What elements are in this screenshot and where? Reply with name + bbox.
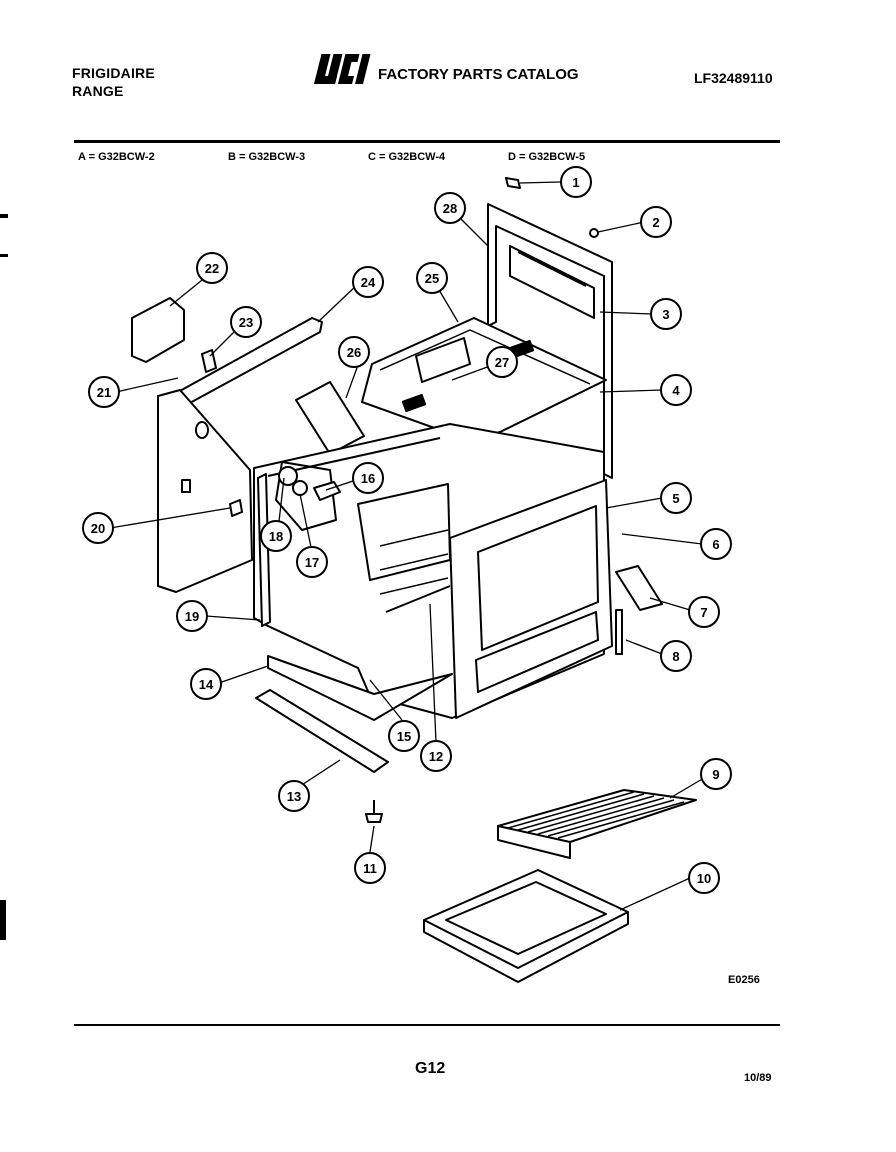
callout-1: 1: [560, 166, 592, 198]
part-1-clip: [505, 177, 521, 189]
svg-text:5: 5: [672, 491, 679, 506]
svg-text:23: 23: [239, 315, 253, 330]
part-21-side-panel: [157, 389, 253, 593]
callout-19: 19: [176, 600, 208, 632]
page-id: G12: [415, 1060, 446, 1077]
svg-text:14: 14: [199, 677, 214, 692]
model-d: D = G32BCW-5: [508, 151, 586, 163]
model-b: B = G32BCW-3: [228, 151, 306, 163]
part-11-leveler: [365, 813, 383, 823]
svg-text:24: 24: [361, 275, 376, 290]
svg-text:16: 16: [361, 471, 375, 486]
part-5-oven-door: [449, 479, 613, 719]
svg-text:28: 28: [443, 201, 457, 216]
callout-21: 21: [88, 376, 120, 408]
callout-16: 16: [352, 462, 384, 494]
callout-8: 8: [660, 640, 692, 672]
wci-logo: [314, 54, 371, 84]
svg-text:4: 4: [672, 383, 680, 398]
svg-text:27: 27: [495, 355, 509, 370]
svg-text:22: 22: [205, 261, 219, 276]
svg-text:11: 11: [363, 861, 377, 876]
svg-text:15: 15: [397, 729, 411, 744]
callout-4: 4: [660, 374, 692, 406]
callout-13: 13: [278, 780, 310, 812]
callout-9: 9: [700, 758, 732, 790]
diagram-code: E0256: [728, 974, 760, 986]
brand-name: FRIGIDAIRE: [72, 65, 155, 81]
model-c: C = G32BCW-4: [368, 151, 446, 163]
callout-12: 12: [420, 740, 452, 772]
callout-23: 23: [230, 306, 262, 338]
part-9-oven-rack: [497, 789, 697, 843]
callout-5: 5: [660, 482, 692, 514]
footer-rule: [74, 1024, 780, 1026]
part-23-clip: [201, 349, 217, 373]
catalog-part-number: LF32489110: [694, 70, 773, 86]
svg-text:19: 19: [185, 609, 199, 624]
callout-17: 17: [296, 546, 328, 578]
svg-text:21: 21: [97, 385, 111, 400]
svg-text:7: 7: [700, 605, 707, 620]
callout-bubbles: 1 2 3 4 5 6 7 8 9 10 11 12 13 14 15 16 1…: [82, 166, 732, 894]
catalog-date: 10/89: [744, 1072, 772, 1084]
svg-text:25: 25: [425, 271, 439, 286]
svg-text:3: 3: [662, 307, 669, 322]
part-2-screw: [589, 228, 599, 238]
svg-text:8: 8: [672, 649, 679, 664]
part-7-hinge: [615, 565, 663, 611]
callout-10: 10: [688, 862, 720, 894]
svg-text:20: 20: [91, 521, 105, 536]
svg-text:6: 6: [712, 537, 719, 552]
callout-20: 20: [82, 512, 114, 544]
callout-24: 24: [352, 266, 384, 298]
part-26-bracket: [295, 381, 365, 455]
product-type: RANGE: [72, 83, 124, 99]
callout-leaders: [109, 181, 705, 911]
part-4-top-panel: [361, 317, 607, 441]
callout-11: 11: [354, 852, 386, 884]
part-12-rod: [385, 585, 451, 613]
svg-text:12: 12: [429, 749, 443, 764]
callout-14: 14: [190, 668, 222, 700]
svg-text:10: 10: [697, 871, 711, 886]
svg-text:9: 9: [712, 767, 719, 782]
svg-text:2: 2: [652, 215, 659, 230]
svg-text:26: 26: [347, 345, 361, 360]
svg-text:17: 17: [305, 555, 319, 570]
callout-2: 2: [640, 206, 672, 238]
part-22-bracket: [131, 297, 185, 363]
part-28-back-panel: [487, 203, 613, 479]
part-19-front-panel: [257, 473, 271, 627]
part-16-burner-valve: [275, 461, 337, 531]
callout-28: 28: [434, 192, 466, 224]
model-a: A = G32BCW-2: [78, 151, 155, 163]
catalog-title: FACTORY PARTS CATALOG: [378, 66, 579, 83]
svg-text:18: 18: [269, 529, 283, 544]
callout-7: 7: [688, 596, 720, 628]
brand-block: FRIGIDAIRE RANGE: [72, 64, 155, 100]
callout-6: 6: [700, 528, 732, 560]
part-3-vent-bracket: [509, 245, 595, 319]
scan-edge-mark: [0, 254, 8, 257]
callout-27: 27: [486, 346, 518, 378]
scan-edge-mark: [0, 900, 6, 940]
callout-25: 25: [416, 262, 448, 294]
callout-18: 18: [260, 520, 292, 552]
part-13-toe-kick: [255, 689, 389, 773]
svg-text:13: 13: [287, 789, 301, 804]
scan-edge-mark: [0, 214, 8, 218]
part-8-spring: [615, 609, 623, 655]
header-rule: [74, 140, 780, 143]
callout-22: 22: [196, 252, 228, 284]
callout-15: 15: [388, 720, 420, 752]
svg-text:1: 1: [572, 175, 579, 190]
wci-logo-mark: [314, 54, 371, 84]
callout-3: 3: [650, 298, 682, 330]
callout-26: 26: [338, 336, 370, 368]
range-drawing: [131, 177, 697, 983]
part-9-rack-bars: [507, 791, 685, 839]
